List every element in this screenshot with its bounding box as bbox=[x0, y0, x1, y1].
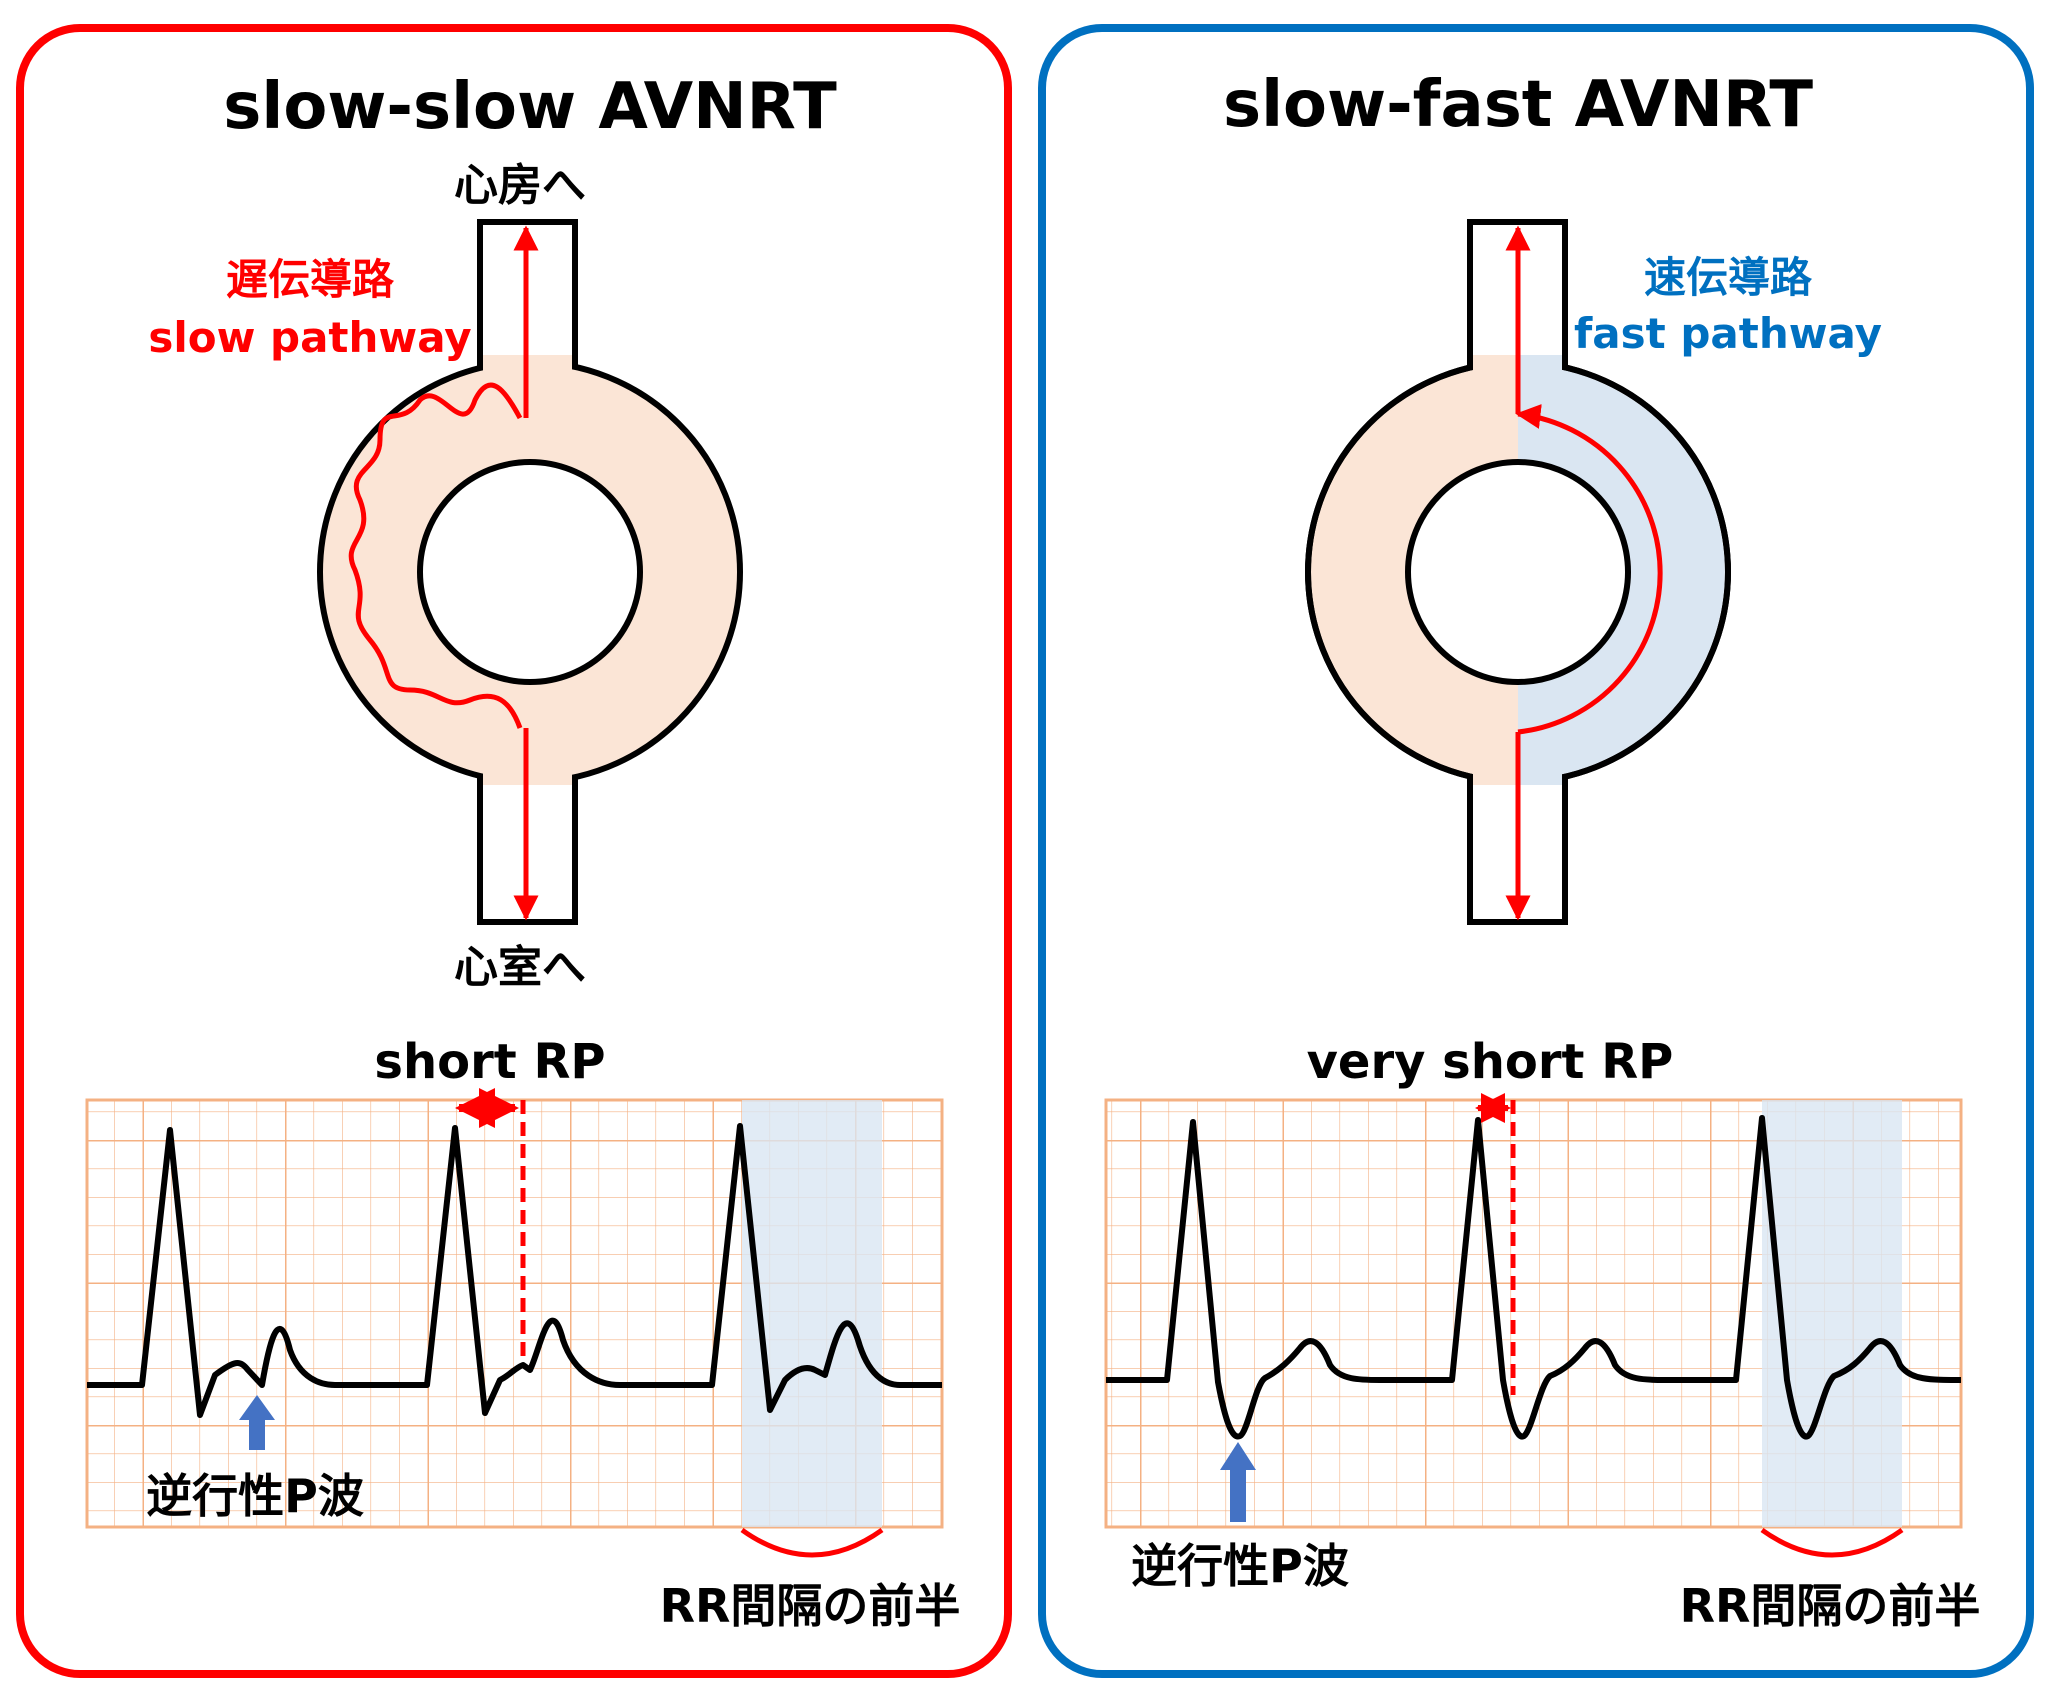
left-atrium-label: 心房へ bbox=[454, 160, 586, 211]
left-av-node bbox=[317, 219, 743, 925]
right-ecg bbox=[1104, 1093, 1963, 1558]
right-rp-label: very short RP bbox=[1307, 1034, 1674, 1090]
right-panel: slow-fast AVNRT 速伝導路 fast pathway bbox=[1038, 24, 2034, 1678]
fast-pathway-en-label: fast pathway bbox=[1574, 309, 1882, 358]
left-ecg bbox=[85, 1088, 944, 1558]
slow-pathway-jp-label: 遅伝導路 bbox=[226, 255, 395, 304]
right-ecg-trace bbox=[1106, 1115, 1962, 1440]
left-rr-label: RR間隔の前半 bbox=[660, 1579, 961, 1633]
left-slow-pathway-wave bbox=[348, 382, 523, 729]
right-ring-inner bbox=[1405, 459, 1631, 685]
right-p-wave-label: 逆行性P波 bbox=[1131, 1539, 1349, 1593]
right-rr-brace bbox=[1760, 1527, 1904, 1558]
right-fast-pathway-arc bbox=[1515, 404, 1663, 735]
left-panel: slow-slow AVNRT 心房へ 心室へ 遅伝導路 slow pathwa… bbox=[16, 24, 1012, 1678]
right-rr-label: RR間隔の前半 bbox=[1680, 1579, 1981, 1633]
left-ecg-trace bbox=[87, 1123, 942, 1418]
right-title: slow-fast AVNRT bbox=[1223, 68, 1813, 142]
fast-pathway-jp-label: 速伝導路 bbox=[1644, 253, 1813, 302]
left-p-wave-arrow bbox=[239, 1395, 275, 1450]
slow-pathway-en-label: slow pathway bbox=[148, 313, 471, 362]
left-rr-brace bbox=[740, 1527, 884, 1558]
left-title: slow-slow AVNRT bbox=[223, 70, 837, 144]
right-rr-shade bbox=[1762, 1100, 1902, 1527]
right-p-wave-arrow bbox=[1220, 1442, 1256, 1522]
left-ring-inner bbox=[417, 459, 643, 685]
left-rr-shade bbox=[742, 1100, 882, 1527]
left-rp-label: short RP bbox=[374, 1034, 605, 1090]
left-p-wave-label: 逆行性P波 bbox=[146, 1469, 364, 1523]
left-ventricle-label: 心室へ bbox=[454, 942, 586, 993]
